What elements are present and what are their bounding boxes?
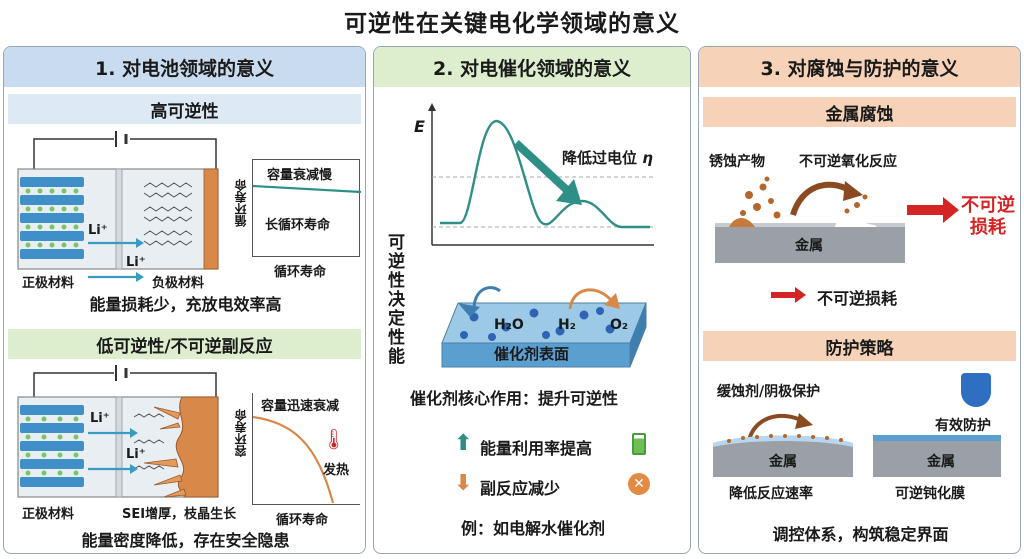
arrow-right-small-icon	[771, 292, 797, 298]
catalysis-core-role: 催化剂核心作用：提升可逆性	[410, 389, 619, 408]
low-cycle-chart: 容量迅速衰减 🌡 发热	[252, 393, 360, 505]
catalyst-surface-label: 催化剂表面	[494, 345, 570, 363]
protection-diagram	[713, 413, 1001, 477]
cross-circle-icon: ✕	[628, 473, 650, 495]
catalyst-surface	[441, 286, 647, 368]
low-caption: 能量密度降低，存在安全隐患	[81, 531, 290, 550]
low-battery-diagram	[17, 365, 219, 498]
low-chart-note-2: 发热	[323, 463, 350, 478]
reduce-rate-label: 降低反应速率	[729, 486, 813, 502]
high-li-label-1: Li⁺	[88, 223, 108, 238]
arrow-right-small-icon-head	[795, 287, 806, 303]
sei-dendrite-label: SEI增厚，枝晶生长	[122, 507, 237, 522]
metal-label-b: 金属	[927, 454, 955, 470]
high-chart-line	[252, 184, 362, 194]
high-chart-xlabel: 循环寿命	[274, 265, 327, 280]
high-li-label-2: Li⁺	[126, 255, 146, 270]
irreversible-loss-big: 不可逆损耗	[961, 195, 1015, 238]
inhibitor-label: 缓蚀剂/阴极保护	[717, 384, 821, 400]
battery-panel: 1. 对电池领域的意义 高可逆性	[3, 46, 366, 554]
low-reversibility-title: 低可逆性/不可逆副反应	[8, 329, 361, 359]
effective-protection-label: 有效防护	[935, 418, 991, 434]
rust-product-label: 锈蚀产物	[709, 154, 765, 170]
high-chart-note-1: 容量衰减慢	[267, 168, 333, 183]
catalysis-example: 例：如电解水催化剂	[460, 519, 605, 538]
benefit-energy-efficiency: 能量利用率提高	[480, 439, 593, 458]
high-reversibility-title: 高可逆性	[8, 94, 361, 124]
battery-header: 1. 对电池领域的意义	[4, 47, 365, 87]
catalysis-panel: 2. 对电催化领域的意义 可逆性决定性能 E 降低过电位 η H₂O H₂ O₂…	[373, 46, 691, 554]
high-cathode-label: 正极材料	[22, 276, 75, 291]
irreversible-loss-small: 不可逆损耗	[817, 289, 898, 308]
h2-label: H₂	[558, 317, 576, 333]
metal-label-corrosion: 金属	[795, 238, 823, 254]
corrosion-diagram	[715, 176, 905, 263]
low-chart-curve	[252, 415, 335, 504]
corrosion-caption: 调控体系，构筑稳定界面	[772, 525, 949, 544]
low-cathode-label: 正极材料	[22, 507, 75, 522]
corrosion-header: 3. 对腐蚀与防护的意义	[699, 47, 1020, 87]
overpotential-label: 降低过电位 η	[562, 147, 653, 168]
passivation-film-label: 可逆钝化膜	[895, 486, 965, 502]
metal-label-a: 金属	[769, 454, 797, 470]
high-battery-diagram	[17, 131, 219, 282]
shield-icon	[961, 373, 991, 407]
corrosion-panel: 3. 对腐蚀与防护的意义 金属腐蚀 锈蚀产物 不可逆氧化反应 金属 不可逆损耗 …	[698, 46, 1021, 554]
low-chart-note-1: 容量迅速衰减	[261, 399, 340, 414]
thermometer-icon: 🌡	[321, 427, 347, 451]
page-title: 可逆性在关键电化学领域的意义	[344, 11, 680, 37]
catalysis-side-label: 可逆性决定性能	[384, 233, 404, 366]
high-anode-label: 负极材料	[152, 276, 205, 291]
battery-full-icon	[632, 433, 646, 455]
catalysis-header: 2. 对电催化领域的意义	[374, 47, 690, 87]
low-chart-xlabel: 循环寿命	[276, 513, 329, 528]
h2o-label: H₂O	[494, 317, 524, 333]
protection-strategy-title: 防护策略	[703, 331, 1016, 361]
eta-symbol: η	[642, 149, 653, 167]
metal-corrosion-title: 金属腐蚀	[703, 97, 1016, 127]
high-chart-ylabel: 循环寿命	[234, 179, 248, 227]
o2-label: O₂	[610, 317, 629, 333]
energy-axis-label: E	[414, 117, 425, 136]
up-arrow-icon: ⬆	[454, 431, 473, 456]
energy-diagram	[428, 103, 654, 246]
low-li-label-1: Li⁺	[90, 411, 110, 426]
overpotential-text: 降低过电位	[562, 149, 638, 167]
high-caption: 能量损耗少，充放电效率高	[89, 295, 282, 314]
low-chart-ylabel: 容环寿命	[234, 409, 248, 457]
low-li-label-2: Li⁺	[126, 447, 146, 462]
benefit-fewer-side-reactions: 副反应减少	[480, 479, 561, 498]
high-cycle-chart: 容量衰减慢 长循环寿命	[252, 159, 362, 257]
irreversible-oxidation-label: 不可逆氧化反应	[799, 154, 897, 170]
high-chart-note-2: 长循环寿命	[265, 218, 331, 233]
arrow-right-icon-head	[943, 197, 959, 223]
down-arrow-icon: ⬇	[454, 471, 473, 496]
arrow-right-icon	[907, 205, 945, 215]
